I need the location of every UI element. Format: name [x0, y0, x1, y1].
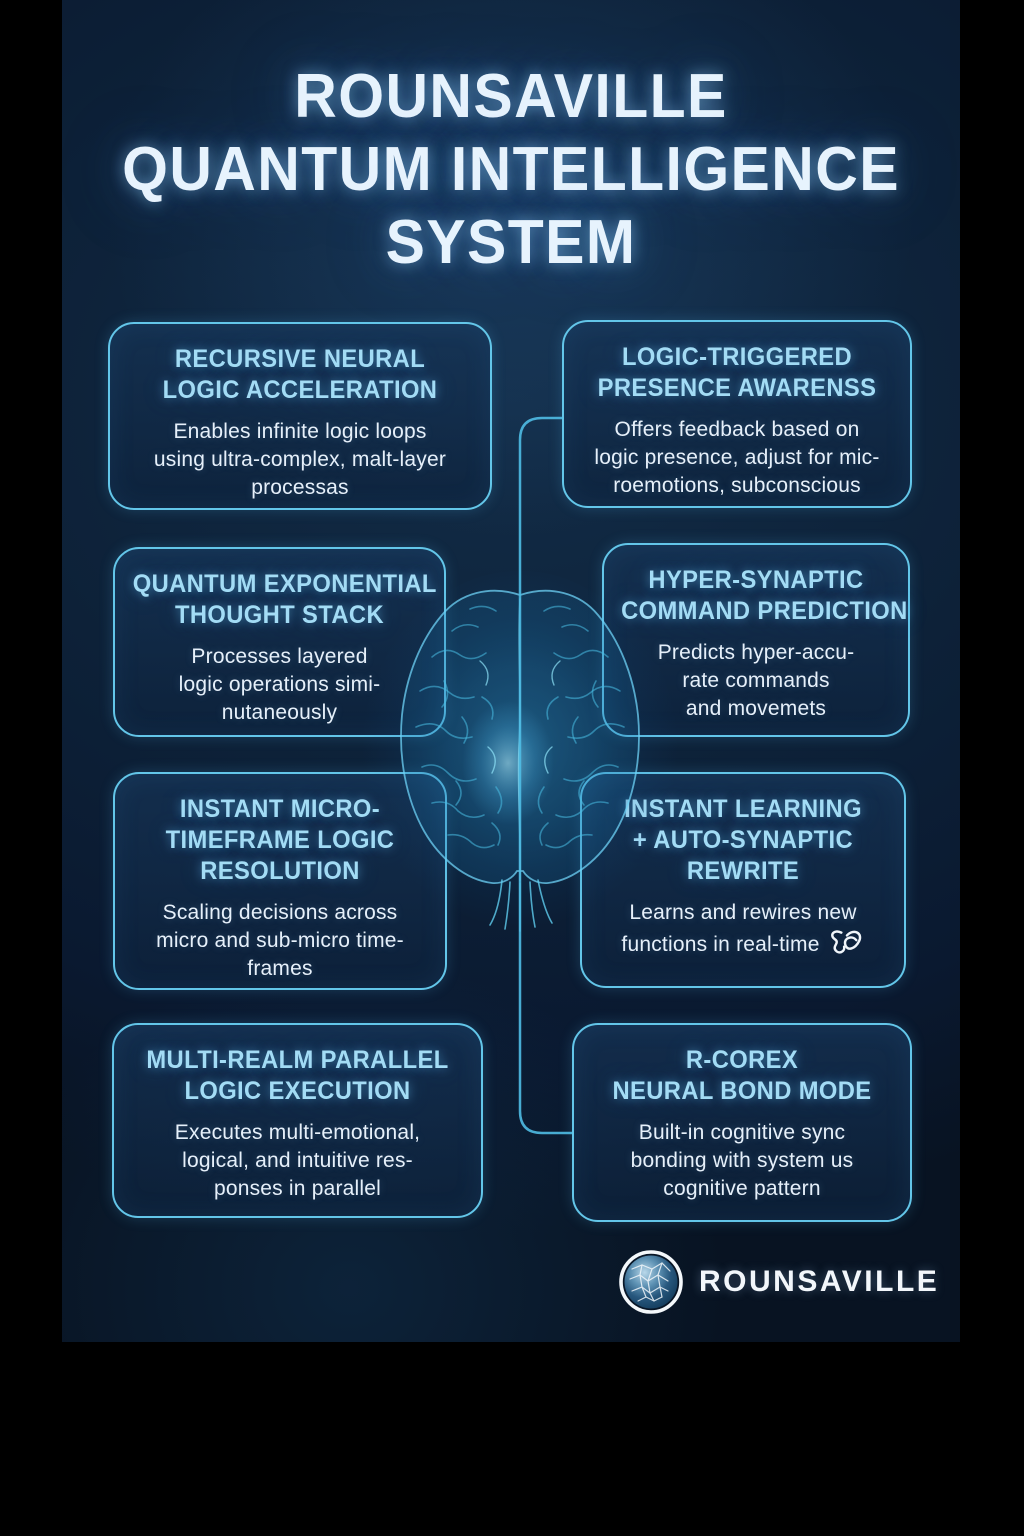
- card-recursive-neural-logic-acceleration: RECURSIVE NEURAL LOGIC ACCELERATION Enab…: [108, 322, 492, 510]
- title-line-3: SYSTEM: [385, 208, 637, 277]
- card-body: Built-in cognitive sync bonding with sys…: [630, 1121, 854, 1200]
- card-body-text: Learns and rewires new functions in real…: [621, 901, 857, 956]
- footer-logo: ROUNSAVILLE: [618, 1248, 939, 1316]
- card-heading: LOGIC-TRIGGERED PRESENCE AWARENSS: [597, 343, 877, 402]
- card-heading: QUANTUM EXPONENTIAL THOUGHT STACK: [132, 570, 437, 629]
- card-heading: R-COREX NEURAL BOND MODE: [612, 1046, 872, 1105]
- logo-text: ROUNSAVILLE: [699, 1265, 940, 1298]
- page-title: ROUNSAVILLE QUANTUM INTELLIGENCE SYSTEM: [62, 60, 960, 279]
- card-logic-triggered-presence-awareness: LOGIC-TRIGGERED PRESENCE AWARENSS Offers…: [562, 320, 912, 508]
- card-body: Scaling decisions across micro and sub-m…: [156, 901, 404, 980]
- card-body: Predicts hyper-accu- rate commands and m…: [657, 641, 855, 720]
- card-body: Learns and rewires new functions in real…: [592, 899, 894, 959]
- card-r-corex-neural-bond-mode: R-COREX NEURAL BOND MODE Built-in cognit…: [572, 1023, 912, 1222]
- card-quantum-exponential-thought-stack: QUANTUM EXPONENTIAL THOUGHT STACK Proces…: [113, 547, 446, 737]
- card-body: Executes multi-emotional, logical, and i…: [174, 1121, 421, 1200]
- card-body: Enables infinite logic loops using ultra…: [153, 420, 447, 499]
- brain-illustration: [362, 571, 678, 935]
- card-body: Processes layered logic operations simi-…: [178, 645, 381, 724]
- scribble-glyph-icon: [830, 930, 861, 954]
- card-heading: INSTANT MICRO- TIMEFRAME LOGIC RESOLUTIO…: [165, 795, 395, 885]
- card-heading: HYPER-SYNAPTIC COMMAND PREDICTION: [621, 566, 908, 625]
- title-line-2: QUANTUM INTELLIGENCE: [122, 135, 900, 204]
- poster: ROUNSAVILLE QUANTUM INTELLIGENCE SYSTEM …: [62, 0, 960, 1342]
- title-line-1: ROUNSAVILLE: [294, 62, 728, 131]
- card-heading: MULTI-REALM PARALLEL LOGIC EXECUTION: [146, 1046, 449, 1105]
- neural-sphere-icon: [619, 1250, 683, 1314]
- card-multi-realm-parallel-logic-execution: MULTI-REALM PARALLEL LOGIC EXECUTION Exe…: [112, 1023, 483, 1218]
- card-heading: RECURSIVE NEURAL LOGIC ACCELERATION: [162, 345, 438, 404]
- card-body: Offers feedback based on logic presence,…: [594, 418, 880, 497]
